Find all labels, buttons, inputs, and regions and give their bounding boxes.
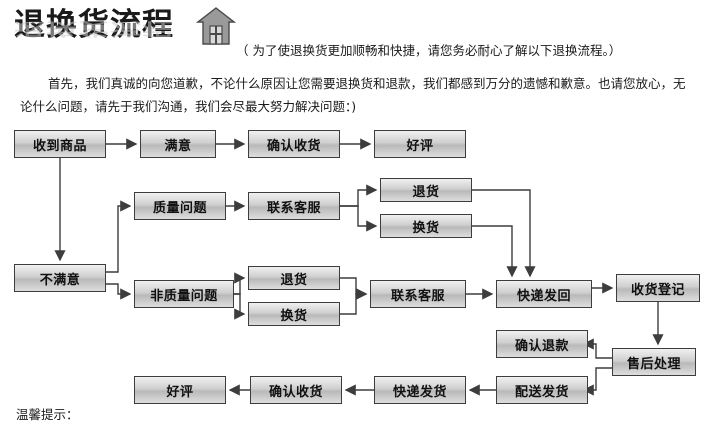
flow-node-n15: 收货登记 <box>616 274 700 302</box>
intro-paragraph-text: 首先，我们真诚的向您道歉，不论什么原因让您需要退换货和退款，我们都感到万分的遗憾… <box>20 76 686 114</box>
flow-node-n21: 好评 <box>134 376 226 404</box>
flow-node-n1: 收到商品 <box>14 130 106 158</box>
flow-node-n11: 退货 <box>248 266 340 290</box>
header-note: （ 为了使退换货更加顺畅和快捷，请您务必耐心了解以下退换流程。） <box>236 43 622 58</box>
flow-node-n5: 质量问题 <box>134 192 226 220</box>
flow-node-n10: 非质量问题 <box>134 280 234 308</box>
page-title-block: 退换货流程 退换货流程 <box>14 8 264 54</box>
flow-node-n9: 不满意 <box>14 264 106 292</box>
flow-node-n20: 确认收货 <box>250 376 342 404</box>
flow-node-n4: 好评 <box>374 130 466 158</box>
flow-node-n8: 换货 <box>380 214 472 238</box>
flow-node-n16: 确认退款 <box>496 330 588 358</box>
flow-node-n13: 联系客服 <box>370 280 466 308</box>
footer-note: 温馨提示： <box>16 407 79 422</box>
flow-node-n12: 换货 <box>248 302 340 326</box>
page-title: 退换货流程 <box>14 7 174 43</box>
house-icon <box>196 7 236 45</box>
flow-node-n3: 确认收货 <box>248 130 340 158</box>
flow-node-n17: 售后处理 <box>612 348 696 376</box>
flow-node-n7: 退货 <box>380 178 472 202</box>
flow-node-n6: 联系客服 <box>248 192 340 220</box>
intro-paragraph: 首先，我们真诚的向您道歉，不论什么原因让您需要退换货和退款，我们都感到万分的遗憾… <box>20 72 692 118</box>
flow-node-n2: 满意 <box>140 130 216 158</box>
flow-node-n19: 快递发货 <box>374 376 466 404</box>
flow-node-n18: 配送发货 <box>496 376 588 404</box>
flow-node-n14: 快递发回 <box>496 280 592 308</box>
